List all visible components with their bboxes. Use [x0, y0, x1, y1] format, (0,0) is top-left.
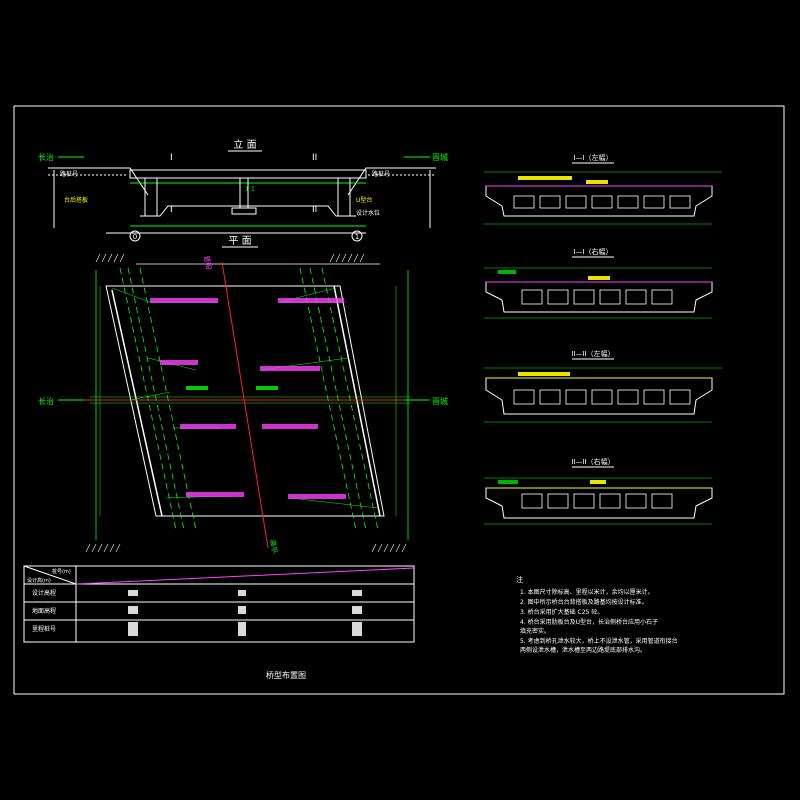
svg-text:1:1: 1:1 — [245, 186, 255, 193]
section-1-left: I—I（左幅） — [484, 153, 722, 225]
svg-text:I: I — [170, 205, 173, 215]
elevation-dir-left: 长治 — [38, 152, 54, 162]
section-1-right-label: I—I（右幅） — [573, 247, 612, 256]
section-2-right-label: II—II（右幅） — [571, 457, 614, 466]
note-3: 3. 桥台采用扩大基础 C25 砼。 — [520, 608, 603, 616]
note-1: 1. 本图尺寸除标高、里程以米计，余均以厘米计。 — [520, 588, 654, 596]
elevation-title: 立 面 — [233, 138, 256, 151]
drawing-title: 桥型布置图 — [266, 670, 306, 680]
plan-dir-right: 晋城 — [432, 397, 448, 406]
notes-heading: 注 — [516, 575, 523, 584]
table-row-2: 地面高程 — [32, 607, 56, 615]
elevation-view: 立 面 长治 晋城 I II I II 路桩号 路桩号 台后搭板 U型台 设计水… — [38, 138, 448, 242]
section-2-left: II—II（左幅） — [484, 349, 722, 423]
svg-text:II: II — [312, 205, 317, 215]
note-4b: 填充密实。 — [520, 627, 550, 635]
drawing-frame — [13, 105, 785, 695]
plan-dir-bottom: 高平 — [268, 539, 279, 554]
plan-title: 平 面 — [228, 236, 251, 247]
section-2-right: II—II（右幅） — [484, 457, 713, 525]
note-2: 2. 图中所示桥台台背搭板及路基均按设计标准。 — [520, 598, 648, 606]
note-5: 5. 考虑到桥孔泄水较大，桥上不设泄水管，采用管道衔接台 — [520, 637, 678, 645]
section-1-right: I—I（右幅） — [484, 247, 713, 319]
svg-text:路桩号: 路桩号 — [60, 170, 78, 178]
svg-text:II: II — [312, 153, 317, 163]
plan-dir-top: 晋阳 — [202, 255, 213, 270]
plan-dir-left: 长治 — [38, 396, 54, 406]
plan-view: 平 面 长治 — [38, 236, 448, 554]
table-header-bottom: 设计高(m) — [27, 577, 51, 584]
note-5b: 两侧设泄水槽，泄水槽至两边路堤底部排水沟。 — [520, 646, 646, 654]
note-4: 4. 桥台采用肋板台及U型台，长治侧桥台应用小石子 — [520, 618, 658, 626]
pier-left-number: 0 — [133, 233, 137, 241]
svg-text:U型台: U型台 — [356, 196, 372, 204]
elevation-dir-right: 晋城 — [432, 153, 448, 162]
table-row-1: 设计高程 — [32, 589, 56, 597]
notes: 注 1. 本图尺寸除标高、里程以米计，余均以厘米计。 2. 图中所示桥台台背搭板… — [516, 575, 678, 654]
table-header-top: 桩号(m) — [52, 568, 71, 575]
svg-text:台后搭板: 台后搭板 — [64, 196, 88, 204]
table-row-3: 里程桩号 — [32, 625, 56, 633]
section-1-left-label: I—I（左幅） — [573, 153, 612, 162]
pier-right-number: 1 — [355, 233, 359, 241]
elevation-table: 桩号(m) 设计高(m) 设计高程 地面高程 里程桩号 — [23, 565, 415, 643]
section-2-left-label: II—II（左幅） — [571, 349, 614, 358]
svg-text:I: I — [170, 153, 173, 163]
svg-text:设计水位: 设计水位 — [356, 209, 380, 217]
svg-text:路桩号: 路桩号 — [372, 170, 390, 178]
